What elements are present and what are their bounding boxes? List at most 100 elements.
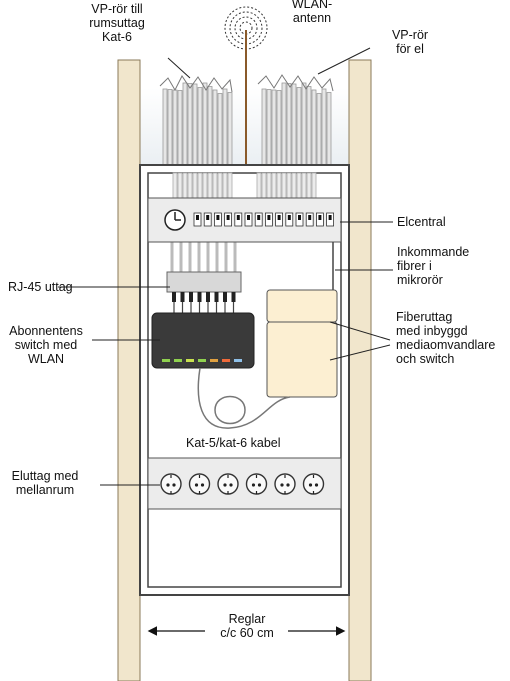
breaker-switch [216, 215, 220, 220]
label-rj45: RJ-45 uttag [8, 280, 73, 294]
conduit-tube-inside [192, 172, 198, 199]
conduit-tube-inside [182, 172, 188, 199]
conduit-tube-inside [301, 172, 307, 199]
rj45-port [180, 292, 185, 302]
conduit-tube-inside [212, 172, 218, 199]
conduit-tube [227, 92, 233, 176]
conduit-tube-inside [261, 172, 267, 199]
conduit-tube [261, 88, 267, 176]
breaker-switch [328, 215, 332, 220]
conduit-tube-inside [276, 172, 282, 199]
label-wlan-antenn: WLAN- antenn [291, 0, 333, 25]
conduit-tube-inside [271, 172, 277, 199]
conduit-tube-inside [177, 172, 183, 199]
conduit-tube [306, 86, 312, 176]
kat-cable [197, 367, 291, 429]
socket-pin [257, 483, 262, 487]
rj45-port [214, 292, 219, 302]
breaker-switch [298, 215, 301, 220]
switch-led [198, 359, 206, 362]
rj45-port [223, 292, 227, 302]
socket-pin [251, 483, 256, 487]
conduit-tube-inside [266, 172, 272, 199]
breaker-switch [206, 215, 210, 220]
conduit-tube-inside [306, 172, 312, 199]
breaker-row [193, 212, 335, 227]
conduit-tube [182, 82, 188, 176]
conduit-tube-inside [286, 172, 292, 199]
switch-led [186, 359, 194, 362]
conduit-tube [296, 87, 302, 176]
conduit-tube-inside [197, 172, 203, 199]
label-inkommande-fibrer: Inkommande fibrer i mikrorör [397, 245, 470, 287]
rj45-port [197, 292, 202, 302]
conduit-tube [192, 83, 198, 176]
switch-led-row [162, 359, 242, 362]
label-kat-kabel: Kat-5/kat-6 kabel [186, 436, 281, 450]
rj45-port-row [172, 292, 236, 313]
conduit-tube [222, 88, 228, 176]
conduit-tube-inside [311, 172, 317, 199]
rj45-port [189, 292, 193, 302]
conduit-tube-inside [202, 172, 208, 199]
conduit-tube-inside [281, 172, 287, 199]
socket-pin [308, 483, 313, 487]
conduit-tube [266, 89, 272, 176]
conduit-tube-inside [296, 172, 302, 199]
conduit-tube [321, 88, 327, 176]
conduit-tube [316, 93, 322, 176]
switch-led [210, 359, 218, 362]
conduit-tube-inside [291, 172, 297, 199]
conduit-tube [187, 83, 193, 176]
fiber-outlet-upper [266, 289, 338, 323]
stud-left [117, 59, 141, 681]
breaker-switch [236, 215, 240, 220]
socket-pin [286, 483, 290, 487]
socket-pin [172, 483, 176, 487]
rj45-port [172, 292, 176, 302]
conduit-tube [276, 90, 282, 176]
label-reglar: Reglar c/c 60 cm [220, 612, 274, 640]
conduit-tube [311, 89, 317, 176]
label-vp-ror-el: VP-rör för el [391, 28, 429, 56]
breaker-switch [287, 215, 291, 220]
conduit-tube [162, 88, 168, 176]
switch-led [234, 359, 242, 362]
socket-pin [314, 483, 319, 487]
breaker-switch [257, 215, 261, 220]
conduit-tube [286, 83, 292, 176]
switch-led [162, 359, 170, 362]
conduit-tube [212, 89, 218, 176]
rj45-port [231, 292, 236, 302]
conduit-tube [281, 82, 287, 176]
conduit-tube [291, 83, 297, 176]
breaker-switch [318, 215, 322, 220]
conduit-tube-inside [217, 172, 223, 199]
leader-lines [58, 47, 393, 486]
conduit-tube [172, 89, 178, 176]
breaker-switch [267, 215, 271, 220]
conduit-tube [207, 86, 213, 176]
socket-pin [166, 483, 170, 487]
label-abonnent-switch: Abonnentens switch med WLAN [9, 324, 83, 366]
socket-pin [223, 483, 227, 487]
breaker-switch [196, 215, 199, 220]
label-vp-ror-rumsuttag: VP-rör till rumsuttag Kat-6 [89, 2, 145, 44]
conduit-tube-inside [256, 172, 262, 199]
breaker-switch [308, 215, 312, 220]
kat-cable-loop [214, 395, 246, 425]
breaker-switch [226, 215, 230, 220]
conduit-bundle [159, 74, 334, 176]
socket-pin [194, 483, 199, 487]
conduit-tube-inside [207, 172, 213, 199]
conduit-tube [301, 82, 307, 176]
conduit-tube-inside [222, 172, 228, 199]
conduit-cut-edge [257, 74, 334, 92]
rj45-panel [166, 271, 242, 293]
conduit-tube-inside [227, 172, 233, 199]
socket-pin [280, 483, 284, 487]
socket-pin [200, 483, 205, 487]
conduit-tube [326, 92, 332, 176]
conduit-tube [271, 89, 277, 176]
